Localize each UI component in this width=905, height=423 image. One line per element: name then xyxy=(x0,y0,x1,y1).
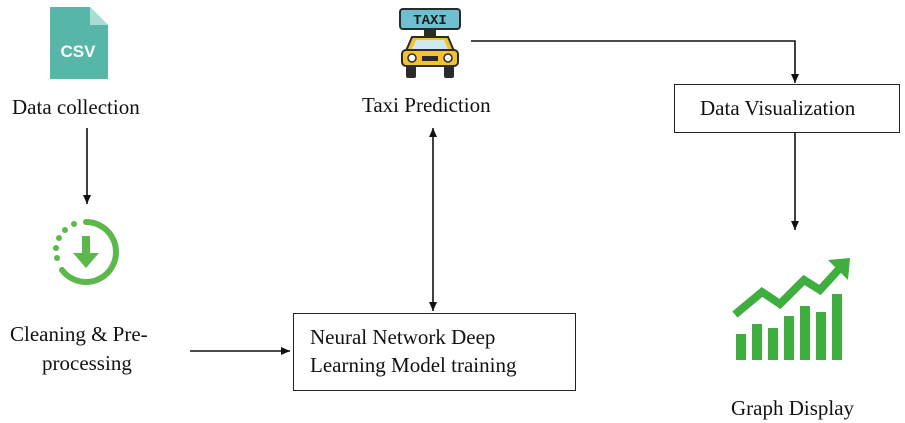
data-visualization-box xyxy=(674,84,900,133)
bar-chart-trend-icon xyxy=(732,258,850,360)
taxi-car-icon: TAXI xyxy=(399,8,461,78)
csv-file-icon: CSV xyxy=(50,7,108,79)
cleaning-label-line2: processing xyxy=(42,351,132,375)
arrow-prediction-to-visualization xyxy=(471,40,799,83)
data-collection-label: Data collection xyxy=(12,95,140,119)
cleaning-label-line1: Cleaning & Pre- xyxy=(10,322,148,346)
taxi-prediction-label: Taxi Prediction xyxy=(362,93,491,117)
model-training-label-line2: Learning Model training xyxy=(310,353,517,377)
data-visualization-label: Data Visualization xyxy=(700,96,856,120)
model-training-box xyxy=(293,313,576,391)
csv-icon-text: CSV xyxy=(61,42,97,61)
graph-display-label: Graph Display xyxy=(731,396,855,420)
model-training-label-line1: Neural Network Deep xyxy=(310,325,496,349)
taxi-sign-text: TAXI xyxy=(413,13,447,29)
download-progress-icon xyxy=(53,219,119,285)
